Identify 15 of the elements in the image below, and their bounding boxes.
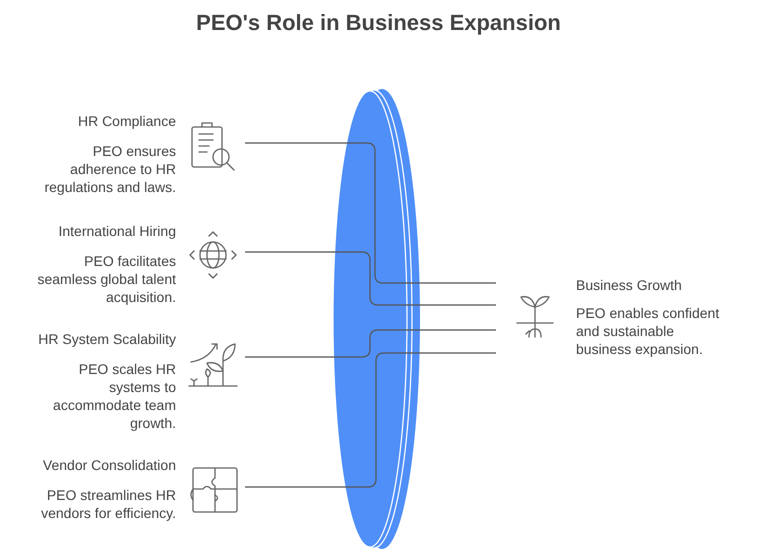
item-heading: Business Growth [576, 276, 683, 294]
item-description: PEO scales HR systems to accommodate team growth. [52, 360, 176, 432]
item-heading: HR System Scalability [37, 330, 176, 348]
connector-line [245, 352, 496, 488]
connector-line [245, 251, 496, 306]
item-description: PEO facilitates seamless global talent acquisition. [36, 252, 176, 306]
item-heading: HR Compliance [76, 112, 176, 130]
item-description: PEO ensures adherence to HR regulations and laws. [43, 142, 176, 196]
item-heading: Vendor Consolidation [42, 456, 176, 474]
diagram-title: PEO's Role in Business Expansion [195, 10, 562, 36]
connector-line [245, 329, 496, 358]
item-heading: International Hiring [57, 222, 176, 240]
item-description: PEO enables confident and sustainable business expansion. [576, 304, 720, 358]
connector-line [245, 142, 496, 284]
item-description: PEO streamlines HR vendors for efficiency. [40, 486, 176, 522]
